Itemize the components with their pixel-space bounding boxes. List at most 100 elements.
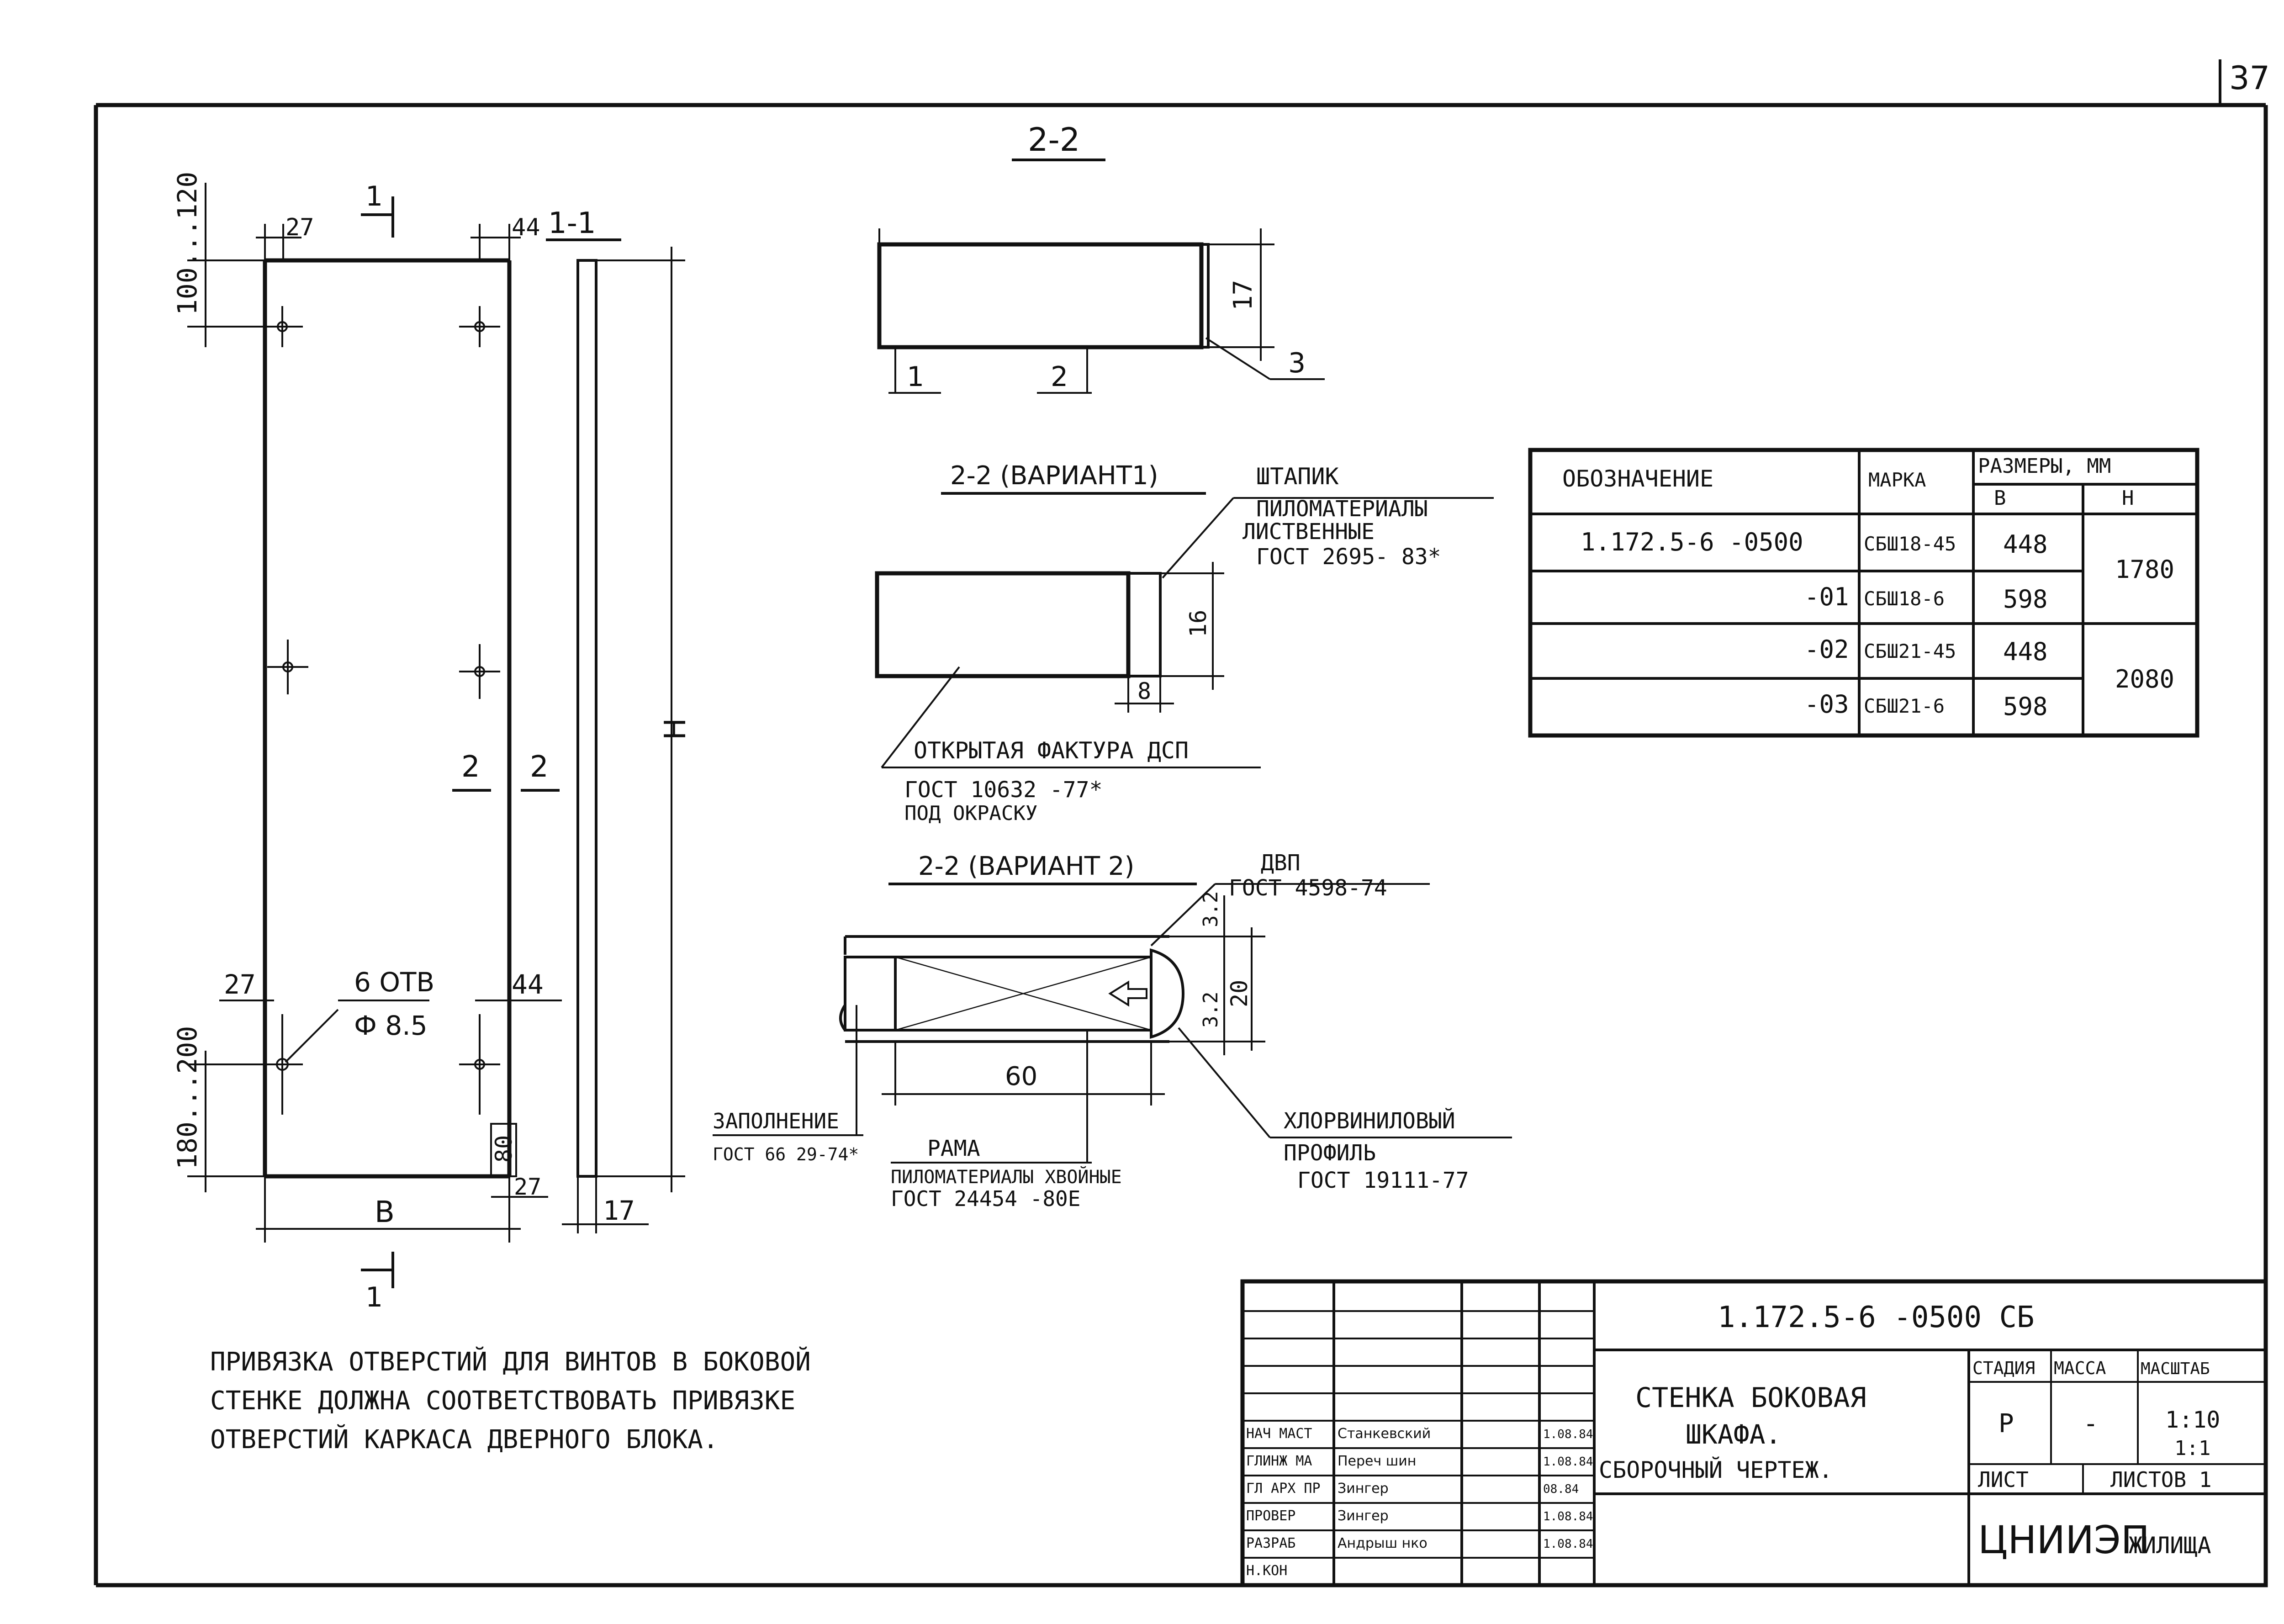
table-row: -01 СБШ18-6 598 [1804,582,2048,614]
scale-value-2: 1:1 [2174,1437,2210,1460]
row-b: 448 [2003,637,2048,666]
sig-date: 1.08.84 [1543,1537,1593,1551]
stage-value: Р [1998,1409,2014,1439]
dim-bottom-27: 27 [514,1174,541,1200]
section-2-2: 2-2 17 1 2 3 [877,121,1325,394]
sig-name: Станкевский [1338,1426,1431,1442]
mass-label: МАССА [2054,1358,2106,1378]
col-mark: МАРКА [1868,469,1926,491]
row-mark: СБШ21-6 [1864,695,1945,717]
holes-count: 6 ОТВ [354,967,434,998]
variant-2-dim-total: 20 [1226,980,1253,1007]
h-value-2080: 2080 [2115,665,2174,693]
section-1-1: 1-1 Н 17 [546,206,693,1233]
signature-row: ГЛ АРХ ПР Зингер 08.84 [1246,1481,1579,1497]
open-texture-line-2: ГОСТ 10632 -77* [904,777,1102,803]
pvc-line-2: ПРОФИЛЬ [1284,1140,1376,1166]
row-mark: СБШ21-45 [1864,640,1956,662]
frame-line-2: ПИЛОМАТЕРИАЛЫ ХВОЙНЫЕ [891,1166,1122,1188]
variant-2-dim-bottom: 3.2 [1199,992,1222,1028]
col-designation: ОБОЗНАЧЕНИЕ [1562,466,1713,492]
section-2-2-thickness: 17 [1228,280,1258,311]
note-line-1: ПРИВЯЗКА ОТВЕРСТИЙ ДЛЯ ВИНТОВ В БОКОВОЙ [210,1347,811,1377]
cut-2-right-label: 2 [530,750,549,784]
sig-role: ГЛ АРХ ПР [1246,1481,1321,1497]
title-line-3: СБОРОЧНЫЙ ЧЕРТЕЖ. [1599,1456,1833,1483]
dim-bottom-80: 80 [491,1135,517,1163]
sheets-label: ЛИСТОВ 1 [2110,1467,2212,1492]
row-designation: 1.172.5-6 -0500 [1581,528,1803,556]
row-b: 598 [2003,585,2048,614]
col-sizes: РАЗМЕРЫ, ММ [1978,455,2111,478]
open-texture-line-1: ОТКРЫТАЯ ФАКТУРА ДСП [914,737,1189,764]
variant-1-title: 2-2 (ВАРИАНТ1) [950,461,1158,491]
variant-2-dim-top: 3.2 [1199,891,1222,927]
row-designation: -03 [1804,690,1849,719]
general-note: ПРИВЯЗКА ОТВЕРСТИЙ ДЛЯ ВИНТОВ В БОКОВОЙ … [210,1347,811,1455]
sig-name: Зингер [1338,1508,1389,1524]
dim-left-27-bottom: 27 [224,969,256,1000]
variant-1-height: 16 [1185,610,1211,637]
cut-2-left-label: 2 [461,750,480,784]
variant-2-title: 2-2 (ВАРИАНТ 2) [918,852,1134,881]
sheet-label: ЛИСТ [1978,1467,2029,1492]
holes-diameter: Ф 8.5 [354,1010,428,1041]
lumber-line-2: ЛИСТВЕННЫЕ [1242,519,1375,545]
signature-row: ПРОВЕР Зингер 1.08.84 [1246,1508,1593,1524]
variant-1-width: 8 [1137,678,1151,704]
pvc-line-3: ГОСТ 19111-77 [1297,1168,1469,1193]
sig-date: 1.08.84 [1543,1455,1593,1469]
fill-line-1: ЗАПОЛНЕНИЕ [713,1109,839,1133]
callout-3: 3 [1288,347,1306,379]
shtapik-label: ШТАПИК [1256,463,1339,490]
screw-holes [262,306,500,1115]
dvp-line-1: ДВП [1261,850,1301,876]
note-line-3: ОТВЕРСТИЙ КАРКАСА ДВЕРНОГО БЛОКА. [210,1424,719,1455]
section-variant-1: 2-2 (ВАРИАНТ1) 16 8 ШТАПИК ПИЛОМАТЕРИАЛЫ… [875,461,1494,825]
row-b: 448 [2003,530,2048,559]
dvp-line-2: ГОСТ 4598-74 [1229,875,1387,901]
sig-name: Зингер [1338,1481,1389,1497]
h-value-1780: 1780 [2115,555,2174,584]
signature-row: Н.КОН [1246,1563,1287,1579]
fill-line-2: ГОСТ 66 29-74* [713,1144,859,1164]
row-designation: -02 [1804,635,1849,664]
org-logo: ЦНИИЭП [1978,1518,2150,1562]
sig-role: РАЗРАБ [1246,1535,1295,1551]
frame-line-3: ГОСТ 24454 -80Е [891,1186,1080,1211]
lumber-line-3: ГОСТ 2695- 83* [1256,544,1441,570]
dim-right-44-top: 44 [512,214,540,241]
section-variant-2: 2-2 (ВАРИАНТ 2) ДВП ГОСТ 4598-74 3.2 3.2… [713,850,1512,1211]
signature-row: РАЗРАБ Андрыш нко 1.08.84 [1246,1535,1593,1551]
frame-line-1: РАМА [927,1136,980,1161]
title-line-1: СТЕНКА БОКОВАЯ [1635,1382,1866,1414]
spec-table: ОБОЗНАЧЕНИЕ МАРКА РАЗМЕРЫ, ММ В Н 1.172.… [1528,448,2199,738]
mass-value: - [2083,1409,2099,1439]
sig-date: 08.84 [1543,1482,1579,1496]
section-1-1-title: 1-1 [548,206,596,240]
sig-role: Н.КОН [1246,1563,1287,1579]
stage-label: СТАДИЯ [1972,1358,2035,1378]
table-row: -03 СБШ21-6 598 [1804,690,2048,721]
row-mark: СБШ18-45 [1864,533,1956,555]
sig-role: НАЧ МАСТ [1246,1426,1312,1442]
cut-1-top-label: 1 [365,180,383,212]
scale-value-1: 1:10 [2165,1407,2220,1433]
cut-1-bottom-label: 1 [365,1281,383,1313]
sig-date: 1.08.84 [1543,1428,1593,1441]
pvc-line-1: ХЛОРВИНИЛОВЫЙ [1284,1108,1455,1134]
signature-row: НАЧ МАСТ Станкевский 1.08.84 [1246,1426,1593,1442]
sig-role: ГЛИНЖ МА [1246,1453,1312,1469]
dim-top-offset: 100...120 [172,172,203,315]
note-line-2: СТЕНКЕ ДОЛЖНА СООТВЕТСТВОВАТЬ ПРИВЯЗКЕ [210,1386,795,1416]
sig-name: Андрыш нко [1338,1535,1428,1551]
sig-date: 1.08.84 [1543,1510,1593,1523]
page-number: 37 [2229,59,2270,97]
dim-left-27-top: 27 [286,214,314,241]
doc-code: 1.172.5-6 -0500 СБ [1718,1301,2035,1334]
elevation-view: 100...120 27 44 1 1 27 44 [172,172,562,1313]
title-block: НАЧ МАСТ Станкевский 1.08.84 ГЛИНЖ МА Пе… [1240,1279,2268,1587]
row-mark: СБШ18-6 [1864,587,1945,610]
row-b: 598 [2003,692,2048,721]
sig-role: ПРОВЕР [1246,1508,1295,1524]
